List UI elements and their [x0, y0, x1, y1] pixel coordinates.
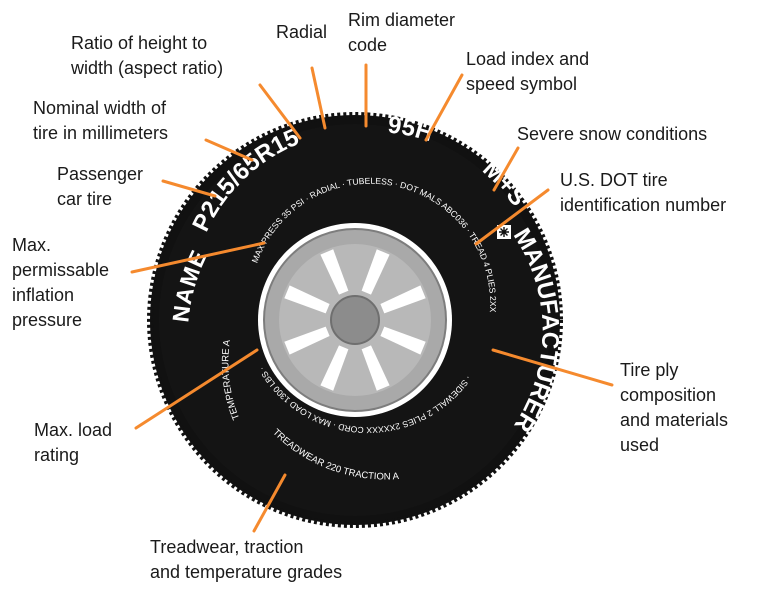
leader-aspect-ratio: [258, 83, 302, 140]
callout-line: identification number: [560, 195, 727, 215]
callout-line: car tire: [57, 189, 113, 209]
callout-max-load: Max. load rating: [34, 418, 112, 468]
callout-line: Ratio of height to: [71, 33, 208, 53]
leader-radial: [310, 66, 327, 130]
rim-slot: [380, 285, 426, 314]
rim-slot: [361, 345, 390, 391]
callout-line: width (aspect ratio): [71, 58, 224, 78]
callout-line: Passenger: [57, 164, 144, 184]
callout-ply: Tire ply composition and materials used: [620, 358, 728, 458]
callout-line: Max.: [12, 235, 52, 255]
leader-severe-snow: [492, 146, 520, 192]
callout-line: rating: [34, 445, 80, 465]
leader-dot-id: [474, 188, 550, 246]
callout-radial: Radial: [276, 20, 327, 45]
callout-line: and materials: [620, 410, 729, 430]
callout-line: U.S. DOT tire: [560, 170, 668, 190]
rim-spokes: [284, 249, 426, 391]
callout-line: Severe snow conditions: [517, 124, 708, 144]
callout-severe-snow: Severe snow conditions: [517, 122, 707, 147]
leader-lines: [130, 63, 614, 533]
rim-slot: [361, 249, 390, 295]
leader-load-speed: [424, 73, 464, 142]
hub: [330, 295, 380, 345]
leader-passenger: [161, 179, 217, 198]
callout-nominal-width: Nominal width of tire in millimeters: [33, 96, 168, 146]
callout-line: permissable: [12, 260, 110, 280]
callout-line: pressure: [12, 310, 83, 330]
callout-line: Nominal width of: [33, 98, 167, 118]
rim-slot: [284, 285, 330, 314]
leader-treadwear: [252, 473, 287, 533]
rim-slot: [320, 249, 349, 295]
leader-max-load: [134, 348, 259, 430]
leader-nominal-width: [204, 138, 254, 162]
snowflake-icon: [497, 225, 511, 239]
callout-passenger: Passenger car tire: [57, 162, 143, 212]
callout-line: Tire ply: [620, 360, 679, 380]
callout-max-inflation: Max. permissable inflation pressure: [12, 233, 109, 333]
callout-dot-id: U.S. DOT tire identification number: [560, 168, 726, 218]
callout-aspect-ratio: Ratio of height to width (aspect ratio): [71, 31, 223, 81]
callout-line: Load index and: [466, 49, 590, 69]
callout-line: and temperature grades: [150, 562, 343, 582]
callout-line: tire in millimeters: [33, 123, 169, 143]
rim-slot: [284, 326, 330, 355]
callout-line: Radial: [276, 22, 328, 42]
rim-slot: [380, 326, 426, 355]
callout-line: used: [620, 435, 660, 455]
callout-treadwear: Treadwear, traction and temperature grad…: [150, 535, 342, 585]
callout-line: composition: [620, 385, 717, 405]
callout-line: Max. load: [34, 420, 113, 440]
leader-ply: [491, 348, 614, 387]
callout-line: Rim diameter: [348, 10, 456, 30]
callout-line: code: [348, 35, 388, 55]
callout-line: Treadwear, traction: [150, 537, 304, 557]
callout-line: inflation: [12, 285, 75, 305]
leader-max-inflation: [130, 241, 266, 274]
rim-slot: [320, 345, 349, 391]
callout-line: speed symbol: [466, 74, 578, 94]
callout-rim-diameter: Rim diameter code: [348, 8, 455, 58]
callout-load-speed: Load index and speed symbol: [466, 47, 589, 97]
